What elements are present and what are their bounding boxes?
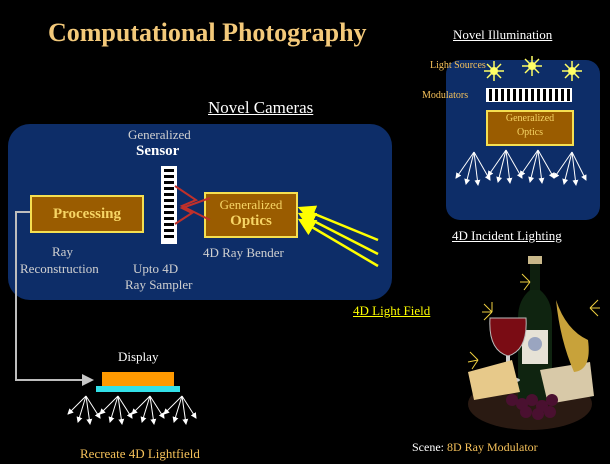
ray-bender-label: 4D Ray Bender [203,245,284,260]
scene-value: 8D Ray Modulator [447,440,538,454]
sensor-label-line1: Generalized [128,127,191,142]
upto-4d-label: Upto 4D [133,261,179,276]
modulators-label: Modulators [422,90,469,101]
light-source-sun-icon [562,61,582,81]
scene-illustration [467,256,600,430]
illumination-optics-line2: Optics [516,127,544,138]
cheese [468,300,594,404]
light-source-sun-icon [522,56,542,76]
grapes [506,394,558,420]
sensor-label-line2: Sensor [136,143,180,159]
novel-cameras-heading: Novel Cameras [208,98,314,117]
scene-label: Scene: 8D Ray Modulator [412,440,538,455]
generalized-optics-box: Generalized Optics [204,192,298,238]
modulator-strip [486,88,572,102]
display-ray-fans [67,395,197,425]
recreate-lightfield-label: Recreate 4D Lightfield [80,446,200,461]
light-field-arrows [297,205,379,268]
optics-line1: Generalized [219,197,283,212]
light-field-label: 4D Light Field [353,303,431,318]
scene-light-burst-icons [467,273,600,370]
light-sources-label: Light Sources [430,60,486,71]
scene-prefix: Scene: [412,440,447,454]
reconstruction-label: Reconstruction [20,261,99,276]
slide-title: Computational Photography [48,18,367,47]
light-source-sun-icon [484,61,504,81]
display-screen [102,372,174,386]
incident-ray-fans [455,149,587,186]
incident-lighting-label: 4D Incident Lighting [452,228,562,243]
illumination-optics-line1: Generalized [505,113,555,124]
optics-to-sensor-rays [174,185,211,225]
ray-sampler-label: Ray Sampler [125,277,193,292]
ray-label: Ray [52,244,73,259]
processing-to-display-connector [15,211,94,386]
illumination-optics-box: Generalized Optics [486,110,574,146]
display-base [96,386,180,392]
sensor-strip [161,166,177,244]
novel-illumination-heading: Novel Illumination [453,27,553,42]
display-label: Display [118,349,159,364]
processing-box: Processing [30,195,144,233]
optics-line2: Optics [230,213,272,229]
